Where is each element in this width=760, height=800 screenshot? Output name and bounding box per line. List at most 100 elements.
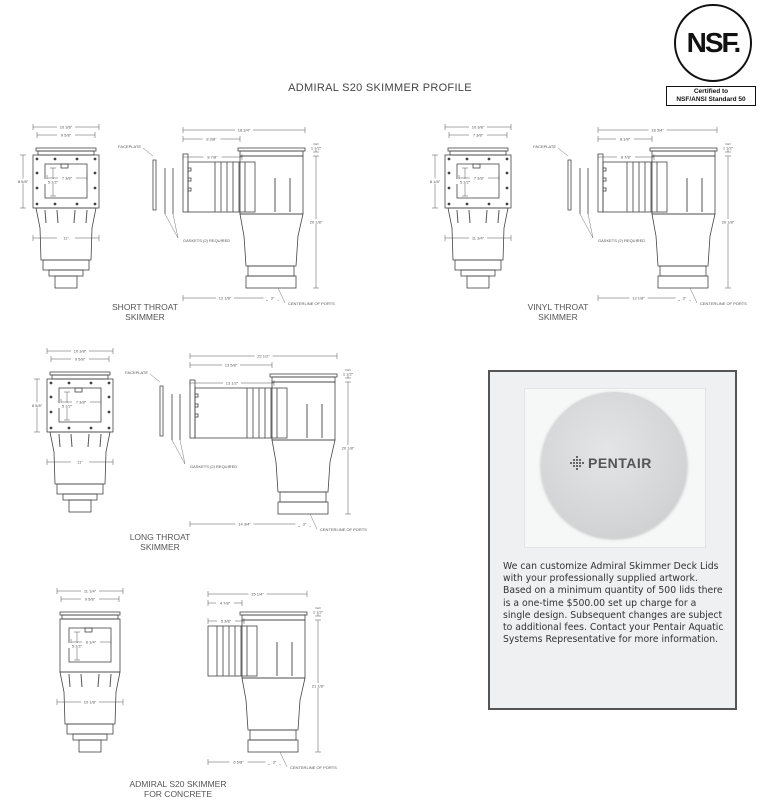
port-ring: [247, 739, 299, 753]
bolt-hole: [93, 186, 97, 190]
bolt-hole: [107, 410, 111, 414]
throat: [187, 161, 256, 213]
dim-label-bg: [203, 154, 222, 159]
line: [58, 433, 61, 448]
bolt: [187, 187, 192, 192]
dimension-label: 5 1/2": [72, 644, 83, 649]
bolt-hole: [67, 381, 71, 385]
faceplate-label: FACEPLATE: [533, 144, 556, 149]
bolt-hole: [505, 171, 509, 175]
lid: [59, 611, 121, 616]
line: [689, 287, 698, 304]
dimension-label: 1 1/2": [723, 146, 734, 151]
bolt-hole: [53, 157, 57, 161]
bolt-hole: [93, 157, 97, 161]
dimension-label: 3": [273, 760, 277, 765]
bolt: [602, 177, 607, 182]
front-view: 10 3/8"9 5/8"8 5/8"7 3/8"5 1/2"11": [28, 348, 114, 513]
bolt-hole: [93, 171, 97, 175]
dimension-label: 10 1/8": [84, 700, 97, 705]
line: [109, 673, 112, 688]
dim-label-bg: [229, 759, 248, 764]
page-title: ADMIRAL S20 SKIMMER PROFILE: [288, 82, 472, 94]
nsf-certification-box: Certified to NSF/ANSI Standard 50: [666, 86, 756, 106]
dimension-label: 8 5/8": [18, 179, 29, 184]
dimension-label: 18 3/4": [238, 128, 251, 133]
bolt-hole: [107, 426, 111, 430]
caption-line: FOR CONCRETE: [144, 789, 212, 799]
dimension-label: 10 3/8": [472, 125, 485, 130]
dimension-label: 5 1/2": [460, 180, 471, 185]
bolt-hole: [465, 157, 469, 161]
basket-body: [49, 431, 111, 485]
caption-line: SKIMMER: [140, 542, 180, 552]
dimension-label: 21 1/8": [312, 684, 325, 689]
weir-tab: [60, 163, 69, 169]
throat: [207, 625, 258, 677]
dim-label-bg: [426, 178, 444, 184]
dimension-label: 11": [77, 460, 83, 465]
lid-rim: [271, 376, 336, 383]
bolt-hole: [35, 202, 39, 206]
bolt-hole: [107, 395, 111, 399]
dimension-label: 10 3/8": [74, 349, 87, 354]
skimmer-body: [239, 155, 304, 215]
weir-tab: [74, 387, 83, 393]
faceplate-flange: [32, 154, 100, 209]
bolt-hole: [75, 202, 79, 206]
dim-label-bg: [216, 600, 234, 605]
line: [309, 513, 318, 530]
bolt-hole: [447, 202, 451, 206]
nsf-certification-logo: NSF. Certified to NSF/ANSI Standard 50: [666, 4, 758, 108]
dim-label-bg: [235, 127, 253, 132]
line: [97, 673, 100, 688]
dim-label-bg: [68, 643, 86, 648]
dimension-label: 5 1/2": [62, 404, 73, 409]
line: [172, 213, 179, 239]
dim-label-bg: [456, 179, 474, 184]
dimension-label: 9 5/8": [75, 357, 86, 362]
faceplate-flange: [444, 154, 512, 209]
bolt-hole: [49, 426, 53, 430]
dimension-label: 8 1/8": [430, 179, 441, 184]
dimension-label: 14 3/4": [238, 522, 251, 527]
line: [468, 209, 471, 224]
bolt-hole: [49, 395, 53, 399]
dimension-label: 5 1/2": [48, 180, 59, 185]
bolt-hole: [53, 202, 57, 206]
port-fitting: [466, 275, 490, 289]
gaskets-label: GASKETS (2) REQUIRED: [190, 464, 237, 469]
dim-label-bg: [469, 124, 487, 129]
deck-lid: PENTAIR: [541, 392, 687, 538]
lid-rim: [449, 150, 507, 156]
dimension-label: 20 1/8": [722, 220, 735, 225]
port-fitting: [78, 739, 102, 753]
basket-body: [35, 207, 97, 261]
dim-label-bg: [58, 403, 76, 408]
basket-body: [651, 213, 716, 267]
dimension-label: 8 3/8": [206, 137, 217, 142]
dim-label-bg: [254, 353, 273, 358]
dimension-label: 3": [303, 522, 307, 527]
throat-flange: [182, 153, 189, 213]
promo-description: We can customize Admiral Skimmer Deck Li…: [503, 561, 724, 646]
line: [87, 433, 90, 448]
dim-label-bg: [263, 295, 282, 300]
dimension-label: 9 5/8": [61, 133, 72, 138]
bolt-hole: [35, 186, 39, 190]
caption-line: SHORT THROAT: [112, 302, 178, 312]
port-collar: [454, 259, 502, 271]
bolt-hole: [465, 202, 469, 206]
bolt-hole: [35, 171, 39, 175]
centerline-label: CENTERLINE OF PORTS: [288, 301, 335, 306]
dim-label-bg: [469, 235, 487, 240]
lid: [269, 373, 338, 378]
line: [587, 213, 594, 239]
throat: [194, 387, 288, 439]
port-collar: [66, 723, 114, 735]
dimension-label: 13 1/2": [226, 381, 239, 386]
line: [56, 209, 59, 224]
